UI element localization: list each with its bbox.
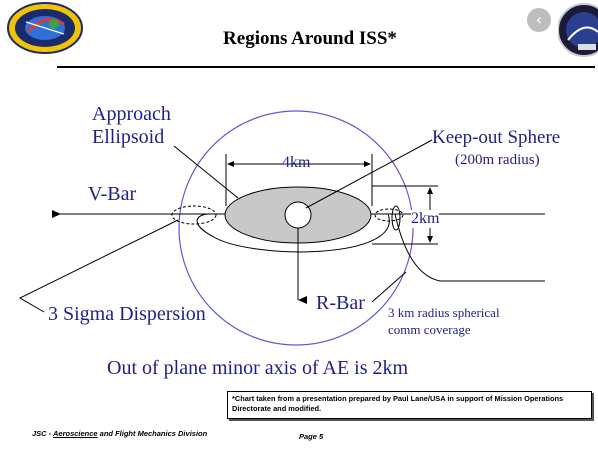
- vbar-label: V-Bar: [88, 183, 137, 205]
- approach-label-line1: Approach: [92, 103, 171, 125]
- incoming-trajectory: [394, 213, 545, 282]
- footer-division: JSC - Aeroscience and Flight Mechanics D…: [32, 429, 207, 438]
- footer-prefix: JSC -: [32, 429, 53, 438]
- previous-arrow-button[interactable]: ‹: [527, 8, 551, 32]
- footer-underlined: Aeroscience: [52, 429, 98, 438]
- footer-suffix: and Flight Mechanics Division: [97, 429, 208, 438]
- dimension-4km-label: 4km: [282, 154, 311, 171]
- source-note: *Chart taken from a presentation prepare…: [227, 391, 592, 419]
- approach-label-line2: Ellipsoid: [92, 126, 165, 148]
- keepout-radius-label: (200m radius): [455, 152, 540, 168]
- keepout-label: Keep-out Sphere: [432, 127, 561, 148]
- comm-coverage-circle: [178, 110, 414, 346]
- approach-leader: [173, 145, 239, 199]
- rbar-label: R-Bar: [316, 292, 365, 314]
- sigma-leader: [18, 219, 179, 313]
- approach-trajectory: [196, 213, 390, 253]
- minor-axis-label: Out of plane minor axis of AE is 2km: [107, 357, 409, 379]
- comm-label-line2: comm coverage: [388, 322, 471, 337]
- comm-label-line1: 3 km radius spherical: [388, 305, 500, 320]
- proximity-ops-patch-icon: [558, 3, 598, 57]
- comm-leader: [371, 271, 407, 303]
- dispersion-ellipse-left: [171, 205, 217, 225]
- mission-patch-icon: [7, 2, 83, 54]
- page-number: Page 5: [299, 432, 324, 441]
- dimension-2km-label: 2km: [411, 210, 440, 228]
- title-rule: [57, 66, 595, 68]
- keepout-sphere: [284, 201, 312, 229]
- slide-title: Regions Around ISS*: [223, 28, 397, 49]
- keepout-leader: [305, 139, 433, 209]
- sigma-label: 3 Sigma Dispersion: [48, 303, 206, 325]
